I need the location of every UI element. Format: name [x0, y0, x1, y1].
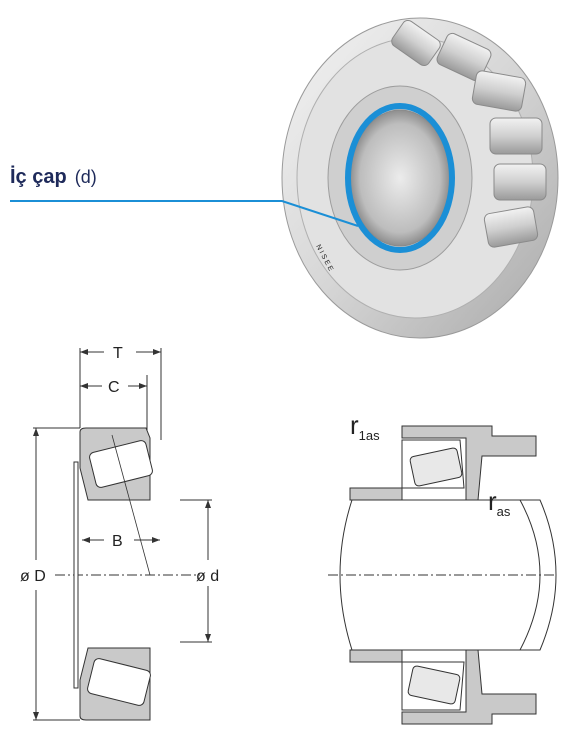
label-T: T [113, 345, 123, 362]
label-D: ø D [20, 568, 46, 585]
callout-symbol: (d) [74, 167, 97, 187]
label-r1as: r1as [350, 410, 380, 443]
bore-callout: İç çap (d) [10, 166, 97, 189]
label-ras: ras [488, 486, 511, 519]
bearing-photo: N I S E E [281, 17, 559, 339]
dimension-drawing [33, 348, 212, 721]
label-d: ø d [196, 568, 219, 585]
label-B: B [112, 533, 123, 550]
section-bottom [79, 647, 151, 721]
callout-term: İç çap [10, 166, 67, 188]
label-C: C [108, 379, 120, 396]
mounting-drawing [328, 425, 557, 725]
bore-highlight-ring [345, 103, 455, 253]
callout-leader-line [10, 200, 359, 227]
roller-set [391, 19, 547, 248]
section-top [73, 427, 153, 689]
